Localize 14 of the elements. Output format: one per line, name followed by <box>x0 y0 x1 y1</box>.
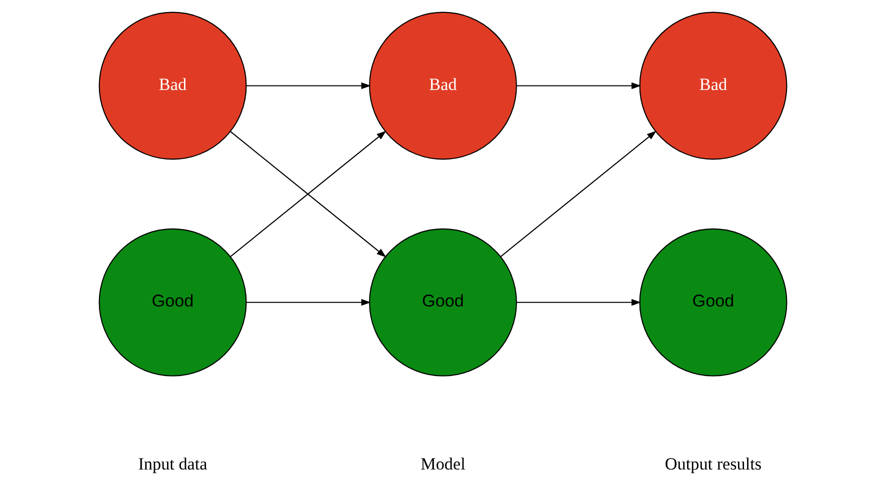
arrow <box>516 82 642 90</box>
node-circle: Bad <box>98 12 247 160</box>
label: Output results <box>664 454 762 474</box>
label: Input data <box>138 454 208 474</box>
arrow <box>246 82 371 90</box>
node-circle: Good <box>639 228 788 376</box>
arrow <box>516 299 642 306</box>
label: Model <box>420 454 466 474</box>
node-circle: Good <box>369 228 517 376</box>
arrow <box>500 130 657 258</box>
node-circle: Bad <box>369 12 517 160</box>
node-circle: Good <box>98 228 247 376</box>
node-circle: Bad <box>639 12 788 160</box>
arrow <box>246 299 371 306</box>
